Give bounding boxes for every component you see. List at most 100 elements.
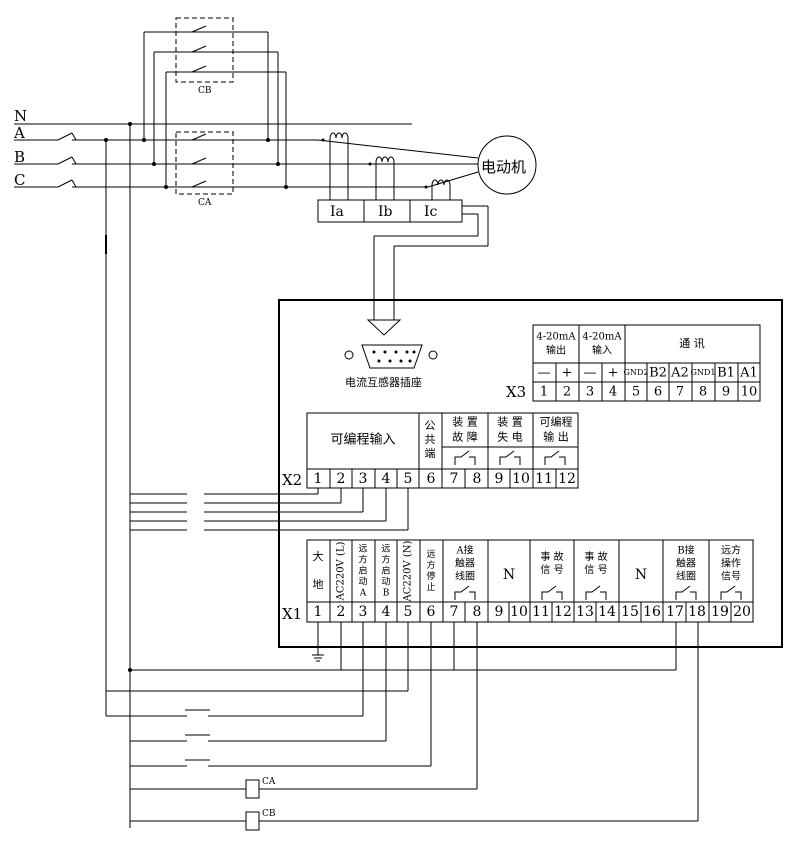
- phase-label-c: C: [14, 171, 25, 189]
- x3-sub-label: A1: [739, 366, 758, 381]
- x3-sub-label: +: [562, 366, 573, 381]
- x1-label: 远: [381, 544, 390, 555]
- x1-terminal-number: 5: [404, 604, 413, 620]
- coil-ca-label: CA: [262, 777, 276, 787]
- x2-terminal-number: 4: [382, 471, 391, 487]
- x2-terminal-number: 2: [337, 471, 346, 487]
- terminal-block-x1: [306, 539, 754, 623]
- sensor-socket-label: 电流互感器插座: [345, 375, 422, 389]
- x3-terminal-number: 9: [722, 385, 730, 400]
- x1-label: 止: [426, 581, 435, 593]
- x2-label: 可编程: [540, 415, 573, 429]
- x3-sub-label: B2: [649, 366, 667, 381]
- x1-label: 停: [426, 570, 435, 582]
- x1-terminal-number: 1: [314, 604, 323, 620]
- x3-group-label: 输入: [592, 344, 612, 357]
- x1-label: B: [383, 589, 390, 599]
- phase-lines: [14, 122, 479, 189]
- x2-label: 共: [425, 433, 436, 446]
- x1-label: B接: [677, 544, 694, 557]
- x3-terminal-number: 6: [654, 385, 662, 400]
- ct-label-ib: Ib: [378, 204, 393, 220]
- x3-terminal-number: 10: [741, 385, 758, 400]
- x3-group-label: 输出: [546, 344, 566, 357]
- x2-label: 失 电: [497, 431, 523, 444]
- x1-terminal-number: 9: [495, 604, 504, 620]
- x2-terminal-number: 12: [558, 471, 576, 487]
- x3-group-label: 通 讯: [679, 337, 705, 350]
- x3-sub-label: —: [584, 366, 597, 381]
- x3-sub-label: GND2: [624, 368, 649, 377]
- x3-terminal-number: 2: [563, 385, 571, 400]
- coil-cb-label: CB: [262, 809, 276, 819]
- contactor-cb-label: CB: [198, 86, 212, 96]
- x2-label: 装 置: [452, 416, 478, 429]
- x1-terminal-number: 6: [427, 604, 436, 620]
- x1-terminal-number: 10: [510, 604, 528, 620]
- x2-terminal-number: 10: [512, 471, 530, 487]
- x3-sub-label: —: [538, 366, 551, 381]
- db9-connector-icon: [344, 344, 438, 369]
- x1-label: AC220V (N): [403, 540, 414, 602]
- x1-label: 远: [358, 544, 367, 555]
- x3-terminal-number: 4: [609, 385, 617, 400]
- x1-label: 远方: [721, 544, 741, 557]
- x1-terminal-number: 7: [450, 604, 459, 620]
- x1-label: 启: [358, 565, 367, 577]
- terminal-block-x2: [306, 412, 579, 489]
- x1-terminal-number: 8: [473, 604, 482, 620]
- x1-label: 启: [381, 565, 390, 577]
- x2-terminal-number: 9: [495, 471, 504, 487]
- x2-label: 装 置: [497, 416, 523, 429]
- x3-group-label: 4-20mA: [536, 332, 576, 343]
- x1-label: 信号: [721, 571, 741, 583]
- contactor-cb: [143, 17, 287, 187]
- x1-terminal-number: 13: [576, 604, 594, 620]
- x3-name: X3: [506, 383, 526, 401]
- x1-label: 事 故: [584, 550, 607, 563]
- x2-label: 公: [425, 419, 436, 432]
- x2-terminal-number: 7: [450, 471, 459, 487]
- x1-terminal-number: 17: [666, 604, 684, 620]
- x1-label: 方: [426, 559, 435, 571]
- motor-label: 电动机: [481, 158, 526, 176]
- x2-terminal-number: 8: [473, 471, 482, 487]
- x1-label: 动: [358, 577, 367, 588]
- x3-sub-label: B1: [717, 366, 735, 381]
- current-transformers: [317, 132, 489, 336]
- x1-label: 地: [313, 578, 324, 591]
- x1-label: 触器: [676, 557, 696, 570]
- x1-label: N: [635, 567, 647, 583]
- phase-label-a: A: [13, 124, 25, 142]
- device-frame: [278, 299, 783, 648]
- ct-label-ia: Ia: [330, 204, 344, 220]
- x1-label: 动: [381, 577, 390, 588]
- x3-group-label: 4-20mA: [582, 332, 622, 343]
- x1-terminal-number: 4: [382, 604, 391, 620]
- x1-terminal-number: 19: [711, 604, 729, 620]
- x2-terminal-number: 11: [535, 471, 553, 487]
- x1-label: 线圈: [455, 570, 475, 583]
- x1-label: 远: [426, 549, 435, 560]
- x1-label: A接: [455, 544, 473, 557]
- x1-label: 方: [381, 554, 390, 566]
- phase-label-b: B: [14, 148, 25, 166]
- contactor-ca-label: CA: [198, 198, 212, 208]
- x1-label: A: [359, 589, 367, 599]
- x1-terminal-number: 2: [337, 604, 346, 620]
- x2-label: 端: [425, 447, 436, 460]
- x2-label: 故 障: [452, 430, 478, 444]
- x2-label: 输 出: [543, 430, 569, 444]
- x3-sub-label: GND1: [691, 368, 716, 377]
- x3-terminal-number: 3: [586, 385, 594, 400]
- x1-terminal-number: 16: [643, 604, 661, 620]
- x1-terminal-number: 12: [554, 604, 572, 620]
